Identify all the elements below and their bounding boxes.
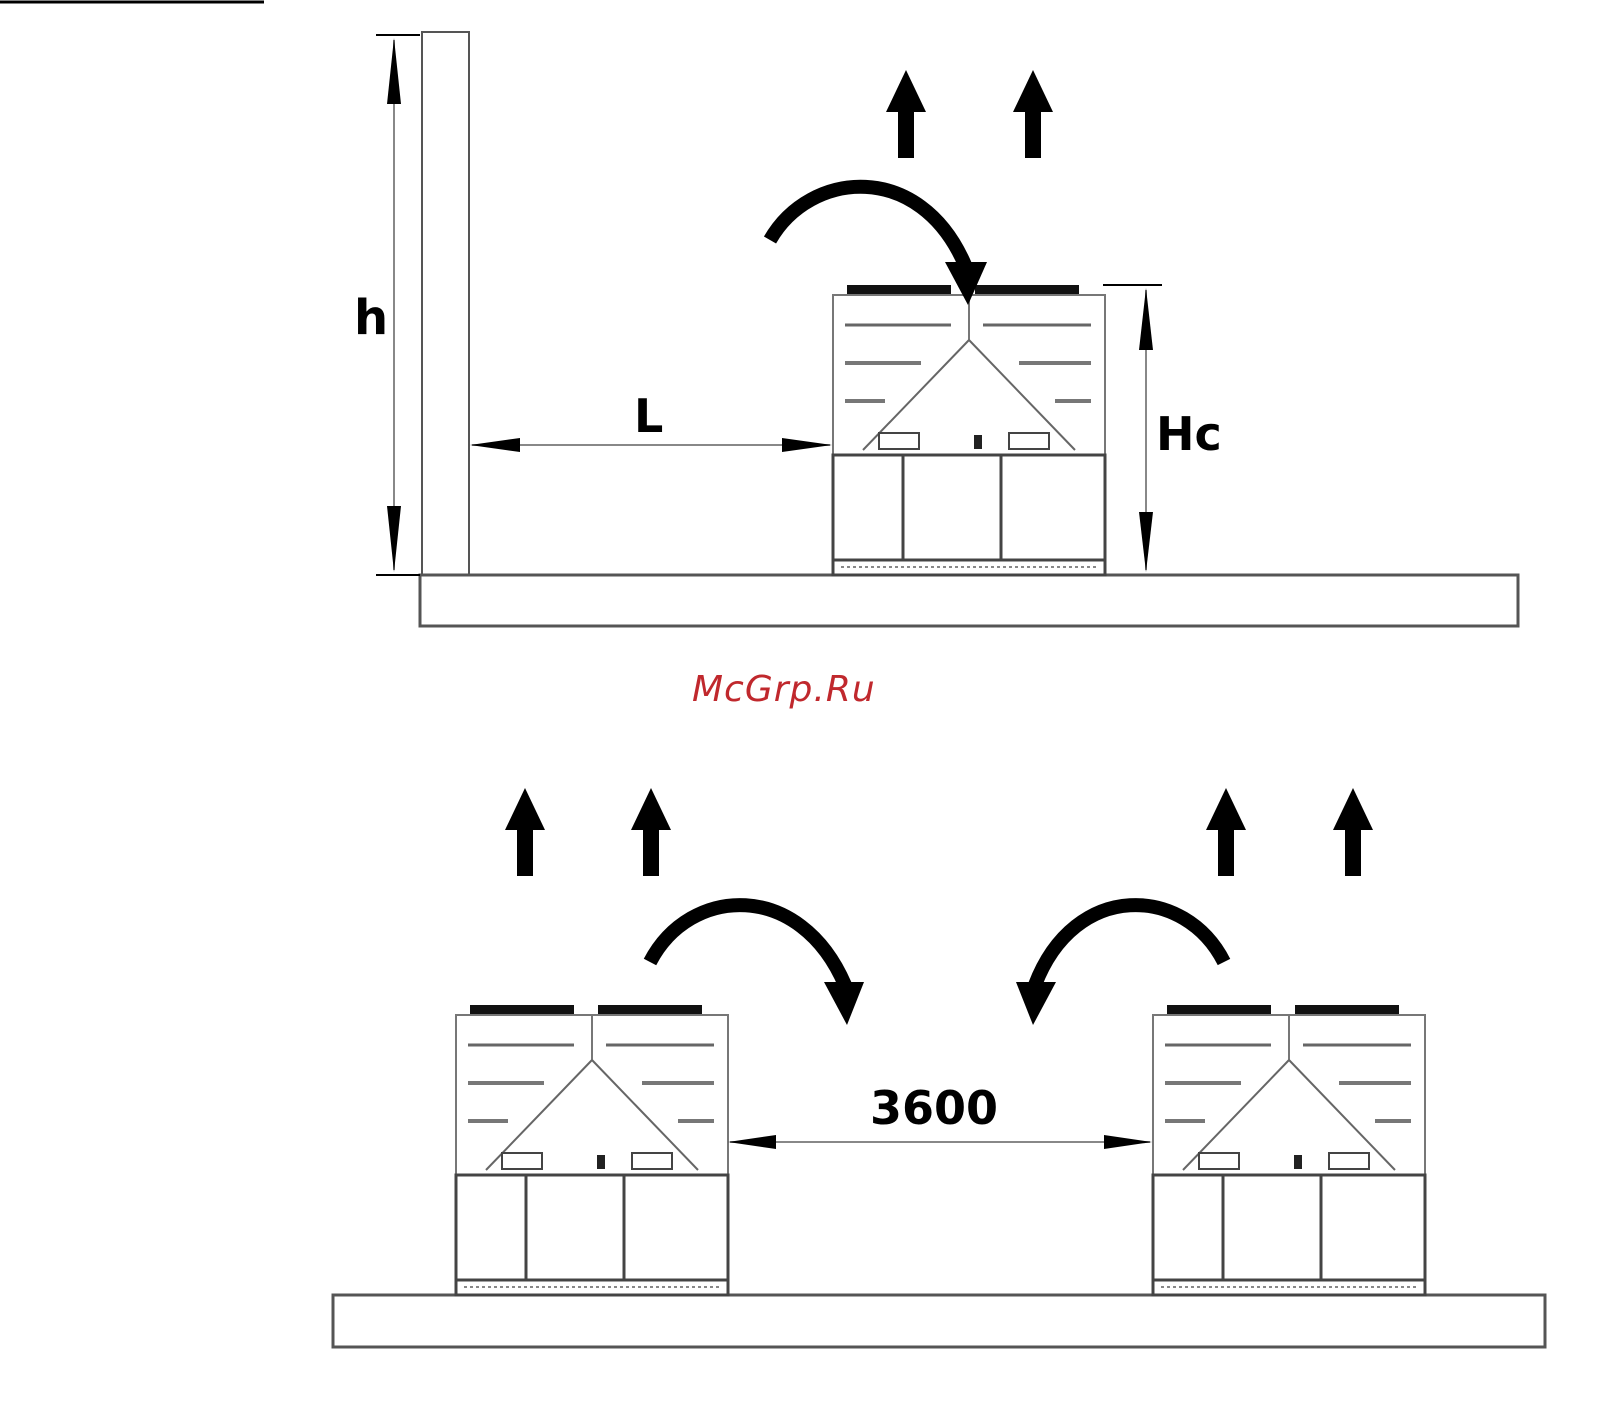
airflow-up-arrow-3 — [505, 788, 545, 876]
label-Hc: Hc — [1156, 407, 1222, 461]
label-distance: 3600 — [870, 1081, 998, 1135]
outdoor-unit-right — [1153, 1005, 1425, 1295]
ground-slab-bottom — [333, 1295, 1545, 1347]
airflow-up-arrow-1 — [886, 70, 926, 158]
airflow-up-arrow-2 — [1013, 70, 1053, 158]
watermark: McGrp.Ru — [692, 669, 876, 710]
top-diagram: h L Hc — [0, 2, 1518, 626]
bottom-diagram: 3600 — [333, 788, 1545, 1347]
outdoor-unit-top — [833, 285, 1105, 575]
label-L: L — [634, 389, 663, 443]
airflow-up-arrow-4 — [631, 788, 671, 876]
airflow-up-arrow-5 — [1206, 788, 1246, 876]
wall — [422, 32, 469, 575]
ground-slab-top — [420, 575, 1518, 626]
dimension-distance — [728, 1135, 1152, 1149]
dimension-Hc — [1103, 285, 1162, 572]
airflow-up-arrow-6 — [1333, 788, 1373, 876]
outdoor-unit-left — [456, 1005, 728, 1295]
label-h: h — [354, 290, 388, 346]
